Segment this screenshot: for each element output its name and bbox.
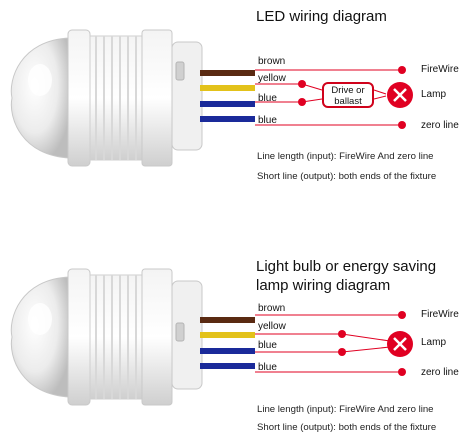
sensor-collar	[67, 268, 91, 406]
sensor-back	[171, 41, 203, 151]
zero-line-label: zero line	[421, 367, 459, 378]
zero-line-label: zero line	[421, 120, 459, 131]
wire-label-yellow: yellow	[258, 73, 286, 84]
bulb-wiring-panel: Light bulb or energy saving lamp wiring …	[0, 225, 474, 441]
wire-brown	[200, 70, 255, 76]
connection-dots	[338, 311, 406, 376]
note-line-length: Line length (input): FireWire And zero l…	[257, 151, 434, 162]
sensor-dome	[10, 276, 71, 398]
lamp-label: Lamp	[421, 337, 447, 348]
lamp-icon	[387, 82, 413, 108]
sensor-thread	[89, 274, 143, 400]
sensor-nut	[141, 29, 173, 167]
wire-blue-1	[200, 101, 255, 107]
wire-blue-2	[200, 363, 255, 369]
firewire-label: FireWire	[421, 64, 459, 75]
led-wiring-panel: LED wiring diagram brown yellow blue blu…	[0, 0, 474, 220]
wire-label-brown: brown	[258, 56, 286, 67]
connection-dots	[298, 66, 406, 129]
wire-blue-2	[200, 116, 255, 122]
note-short-line: Short line (output): both ends of the fi…	[257, 422, 437, 433]
wire-label-yellow: yellow	[258, 321, 286, 332]
wire-brown	[200, 317, 255, 323]
wire-label-blue: blue	[258, 340, 277, 351]
adjust-knob-icon	[175, 322, 185, 342]
wire-yellow	[200, 332, 255, 338]
lamp-icon	[387, 331, 413, 357]
wire-label-blue: blue	[258, 115, 277, 126]
wire-label-brown: brown	[258, 303, 286, 314]
sensor-dome	[10, 37, 71, 159]
wire-label-blue: blue	[258, 93, 277, 104]
panel-title: LED wiring diagram	[256, 8, 387, 25]
bulb-sensor-drawing	[10, 268, 413, 406]
connection-lines	[255, 314, 402, 373]
sensor-thread	[89, 35, 143, 161]
note-line-length: Line length (input): FireWire And zero l…	[257, 404, 434, 415]
wire-label-blue: blue	[258, 362, 277, 373]
note-short-line: Short line (output): both ends of the fi…	[257, 171, 437, 182]
driver-ballast-box: Drive or ballast	[322, 82, 374, 108]
firewire-label: FireWire	[421, 309, 459, 320]
lamp-label: Lamp	[421, 89, 447, 100]
sensor-nut	[141, 268, 173, 406]
adjust-knob-icon	[175, 61, 185, 81]
wire-blue-1	[200, 348, 255, 354]
wire-yellow	[200, 85, 255, 91]
panel-title: Light bulb or energy saving lamp wiring …	[256, 258, 437, 294]
sensor-collar	[67, 29, 91, 167]
led-sensor-drawing	[10, 29, 413, 167]
